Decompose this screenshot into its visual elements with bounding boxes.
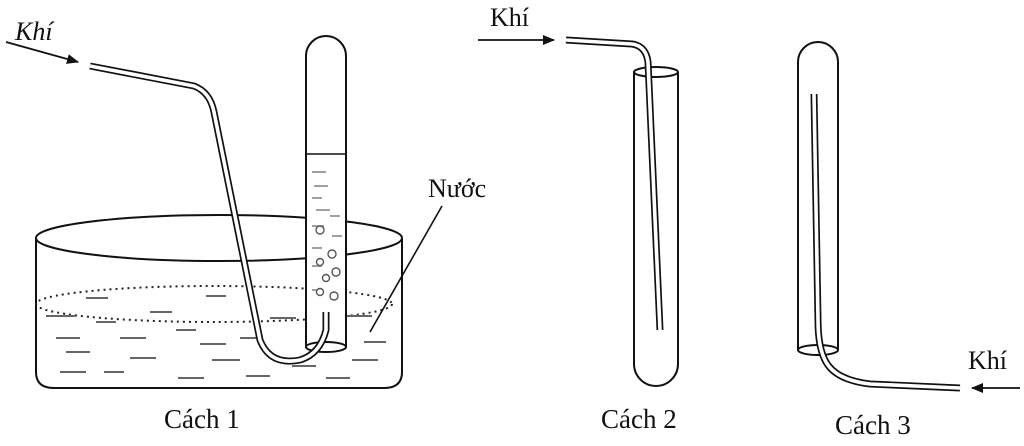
method-1-setup: Khí Nước Cách 1 [5,17,486,434]
caption-method-2: Cách 2 [601,404,677,434]
water-label: Nước [428,174,486,203]
caption-method-3: Cách 3 [835,410,911,440]
gas-label-3: Khí [968,346,1007,375]
delivery-tube-2 [565,36,664,331]
delivery-tube-3 [810,93,961,392]
caption-method-1: Cách 1 [164,404,240,434]
gas-bubbles [315,225,341,301]
water-trough [35,214,403,389]
gas-inlet-arrow-1 [5,41,79,64]
water-leader-line [369,205,443,333]
inverted-test-tube [305,35,347,353]
water-hatching [46,295,386,379]
gas-label-1: Khí [14,17,55,46]
delivery-tube-1 [89,62,330,365]
method-3-setup: Khí Cách 3 [797,41,1020,440]
water-surface [35,285,393,323]
method-2-setup: Khí Cách 2 [478,3,679,434]
gas-label-2: Khí [490,3,529,32]
